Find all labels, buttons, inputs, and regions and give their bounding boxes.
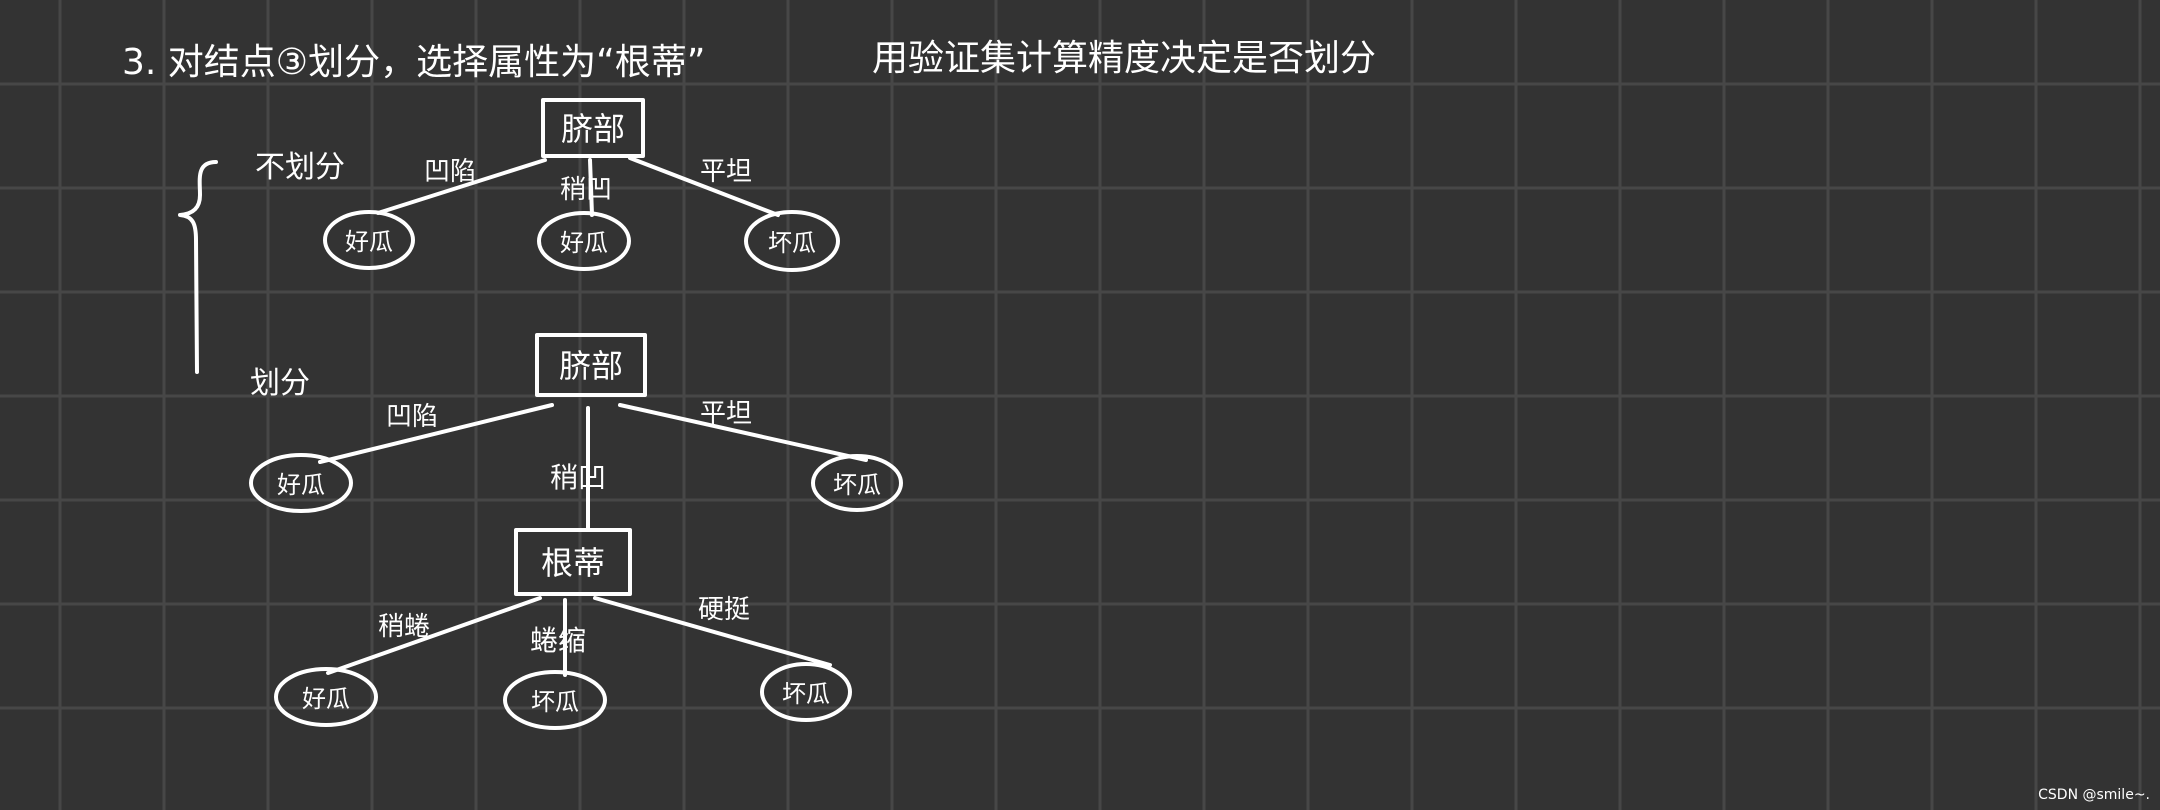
edge-label: 稍凹 — [560, 175, 612, 205]
edge-label: 平坦 — [700, 157, 752, 187]
leaf-node-label: 好瓜 — [560, 229, 608, 257]
label-no-split: 不划分 — [255, 150, 345, 185]
leaf-node-outline — [274, 667, 378, 727]
edge-line — [618, 403, 868, 462]
leaf-node-label: 坏瓜 — [833, 471, 881, 499]
leaf-node-outline — [249, 453, 353, 513]
label-split: 划分 — [250, 366, 310, 401]
brace — [178, 160, 218, 374]
leaf-node-outline — [503, 670, 607, 730]
edge-label: 稍蜷 — [378, 612, 430, 642]
edge-label: 凹陷 — [386, 402, 438, 432]
leaf-node-label: 坏瓜 — [768, 229, 816, 257]
edge-label: 蜷缩 — [530, 624, 586, 657]
edge-line — [376, 158, 547, 215]
subtree-root-box — [514, 528, 632, 596]
leaf-node-outline — [760, 662, 852, 722]
edge-line — [588, 158, 594, 217]
edge-label: 稍凹 — [550, 461, 606, 494]
edge-line — [593, 596, 832, 667]
root-node-label: 脐部 — [561, 110, 625, 148]
root-node-label: 脐部 — [559, 347, 623, 385]
heading-text: 3. 对结点③划分，选择属性为“根蒂” — [122, 42, 705, 83]
heading-note: 用验证集计算精度决定是否划分 — [872, 38, 1376, 79]
leaf-node-label: 好瓜 — [277, 471, 325, 499]
tree-unsplit: 脐部 凹陷 稍凹 平坦 好瓜 好瓜 坏瓜 — [323, 98, 840, 272]
edge-label: 硬挺 — [698, 595, 750, 625]
leaf-node-outline — [537, 211, 631, 271]
edge-line — [318, 403, 554, 464]
leaf-node-label: 坏瓜 — [782, 680, 830, 708]
leaf-node-label: 好瓜 — [345, 228, 393, 256]
edge-label: 凹陷 — [424, 157, 476, 187]
leaf-node-label: 坏瓜 — [531, 688, 579, 716]
edge-line — [326, 596, 542, 675]
leaf-node-outline — [811, 454, 903, 512]
subtree-root-label: 根蒂 — [541, 544, 605, 582]
edge-line — [628, 156, 780, 217]
tree-split: 脐部 凹陷 稍凹 平坦 好瓜 坏瓜 根蒂 稍蜷 蜷缩 硬挺 好瓜 坏瓜 坏瓜 — [249, 333, 903, 730]
edge-label: 平坦 — [700, 399, 752, 429]
leaf-node-outline — [744, 210, 840, 272]
leaf-node-label: 好瓜 — [302, 685, 350, 713]
root-node-box — [541, 98, 645, 158]
watermark-text: CSDN @smile~. — [2038, 787, 2150, 803]
root-node-box — [535, 333, 647, 397]
leaf-node-outline — [323, 210, 415, 270]
